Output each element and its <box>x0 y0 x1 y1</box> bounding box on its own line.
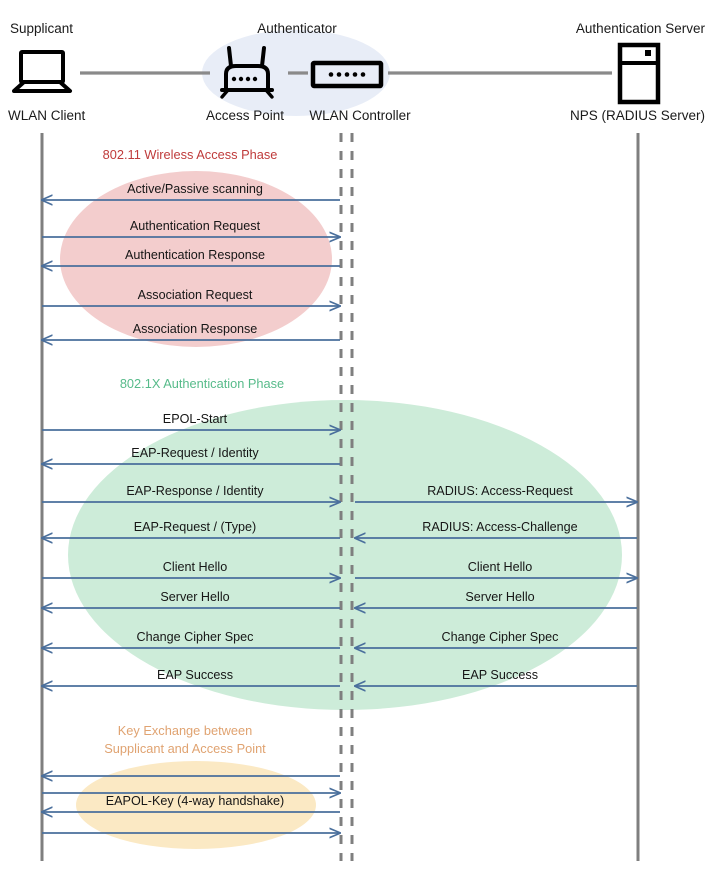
phase-labels: 802.11 Wireless Access Phase 802.1X Auth… <box>103 147 285 756</box>
laptop-icon <box>12 50 72 93</box>
message-row: Change Cipher Spec <box>42 630 340 648</box>
message-row: Client Hello <box>355 560 637 578</box>
message-label: EAP-Request / (Type) <box>134 520 257 534</box>
actor-device-access-point: Access Point <box>206 108 284 123</box>
message-row: Association Response <box>42 322 340 340</box>
message-row: Authentication Request <box>42 219 340 237</box>
message-label: Authentication Request <box>130 219 261 233</box>
message-label: Association Request <box>138 288 253 302</box>
actor-device-wlan-client: WLAN Client <box>8 108 86 123</box>
message-row: Change Cipher Spec <box>355 630 637 648</box>
message-label: Authentication Response <box>125 248 265 262</box>
message-label: RADIUS: Access-Challenge <box>422 520 577 534</box>
message-row: Authentication Response <box>42 248 340 266</box>
message-row: EAP-Request / Identity <box>42 446 340 464</box>
message-label: EAP-Request / Identity <box>131 446 259 460</box>
message-label: Association Response <box>133 322 258 336</box>
message-label: RADIUS: Access-Request <box>427 484 573 498</box>
actor-labels: Supplicant WLAN Client Authenticator Acc… <box>8 21 706 123</box>
message-label: Change Cipher Spec <box>137 630 254 644</box>
message-row: EAP-Request / (Type) <box>42 520 340 538</box>
message-row: RADIUS: Access-Request <box>355 484 637 502</box>
message-row: EAP Success <box>355 668 637 686</box>
actor-device-wlan-controller: WLAN Controller <box>309 108 411 123</box>
message-row: Association Request <box>42 288 340 306</box>
message-row: RADIUS: Access-Challenge <box>355 520 637 538</box>
phase-ellipse-key-exchange <box>76 761 316 849</box>
phase-ellipses <box>60 171 622 849</box>
message-row: Active/Passive scanning <box>42 182 340 200</box>
message-row: Client Hello <box>42 560 340 578</box>
message-label: Client Hello <box>163 560 227 574</box>
message-label: EAPOL-Key (4-way handshake) <box>106 794 285 808</box>
message-label: Active/Passive scanning <box>127 182 263 196</box>
wlan-controller-icon <box>310 60 384 89</box>
message-label: Client Hello <box>468 560 532 574</box>
phase-ellipse-dot1x-auth <box>68 400 622 710</box>
message-row: EAP-Response / Identity <box>42 484 340 502</box>
actor-role-supplicant: Supplicant <box>10 21 73 36</box>
access-point-icon <box>220 46 274 99</box>
message-label: EAP Success <box>157 668 233 682</box>
message-row: Server Hello <box>42 590 340 608</box>
server-icon <box>617 42 661 105</box>
message-row: EPOL-Start <box>42 412 340 430</box>
message-row: Server Hello <box>355 590 637 608</box>
message-label: EAP-Response / Identity <box>126 484 264 498</box>
message-label: EAP Success <box>462 668 538 682</box>
actor-role-authentication-server: Authentication Server <box>576 21 706 36</box>
message-label: EPOL-Start <box>163 412 228 426</box>
message-row: EAPOL-Key (4-way handshake) <box>42 794 340 812</box>
message-row: EAP Success <box>42 668 340 686</box>
message-label: Server Hello <box>160 590 229 604</box>
actor-device-nps-radius-server: NPS (RADIUS Server) <box>570 108 705 123</box>
actor-role-authenticator: Authenticator <box>257 21 337 36</box>
message-label: Server Hello <box>465 590 534 604</box>
phase-label-key-exchange-line1: Key Exchange between <box>118 723 252 738</box>
phase-ellipse-wireless-access <box>60 171 332 347</box>
phase-label-key-exchange-line2: Supplicant and Access Point <box>104 741 266 756</box>
phase-label-wireless-access: 802.11 Wireless Access Phase <box>103 147 278 162</box>
phase-label-dot1x-auth: 802.1X Authentication Phase <box>120 376 284 391</box>
message-label: Change Cipher Spec <box>442 630 559 644</box>
